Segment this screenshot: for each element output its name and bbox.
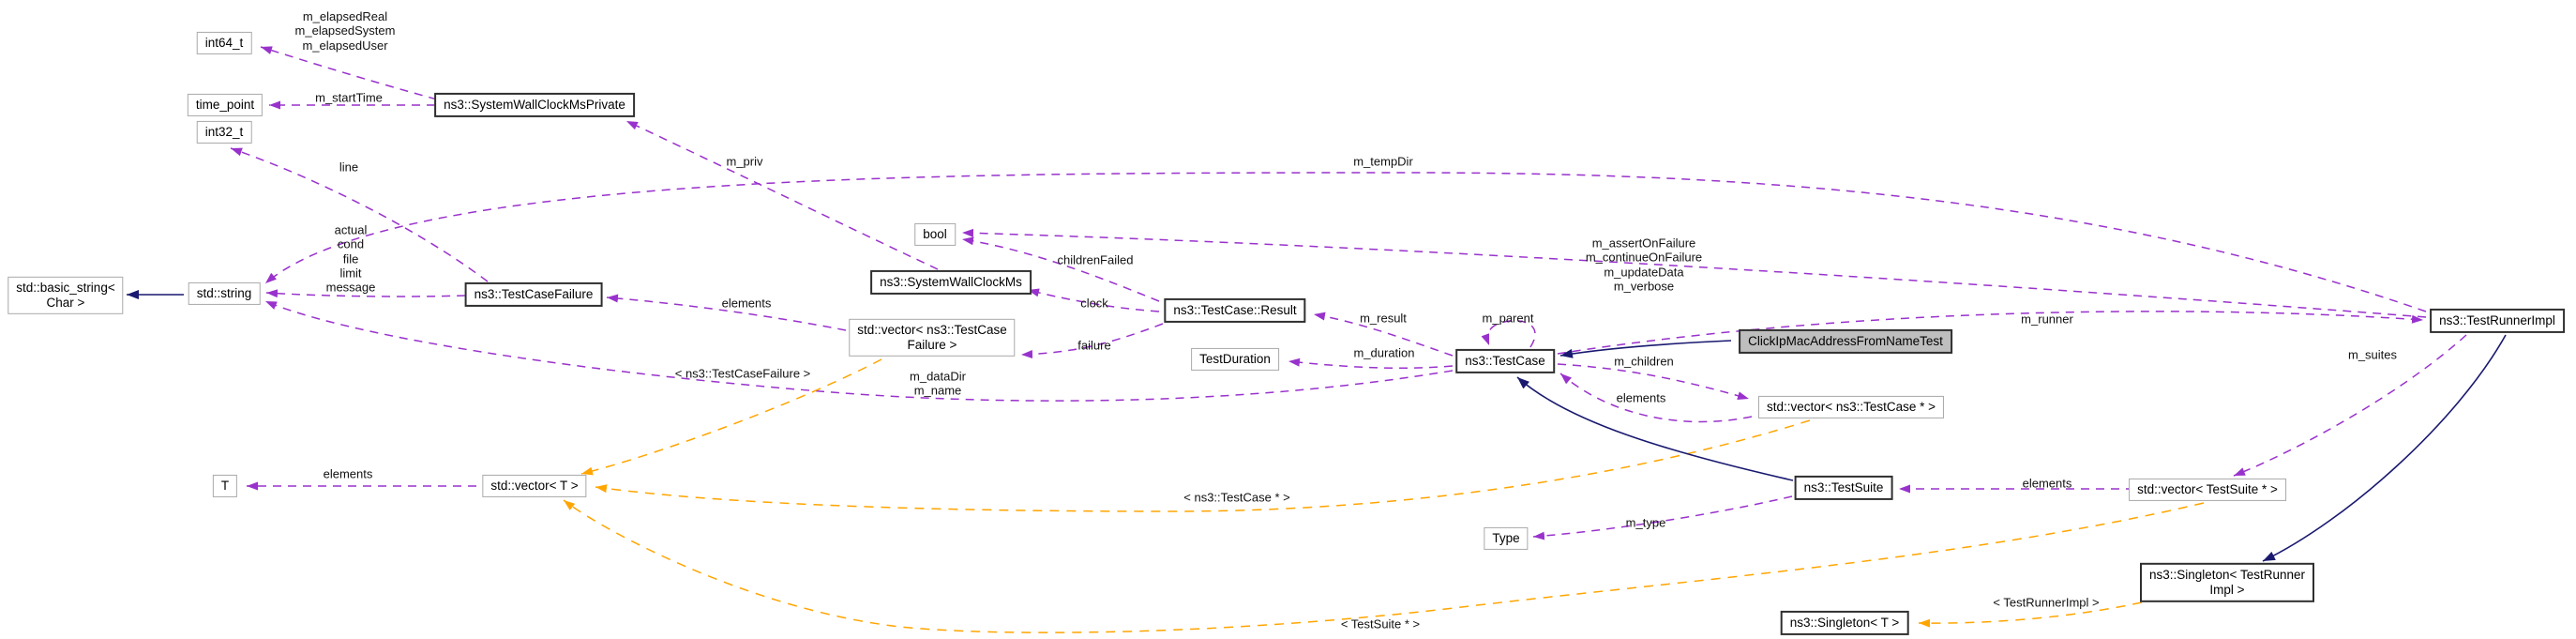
node-std-basic-string: std::basic_string< Char > <box>8 276 124 315</box>
node-ns3-testcasefailure[interactable]: ns3::TestCaseFailure <box>464 281 603 308</box>
edge-m-parent-loop <box>1481 319 1536 348</box>
edge-label-elements-ts: elements <box>2022 476 2072 491</box>
edge-label-flags: m_assertOnFailure m_continueOnFailure m_… <box>1585 236 1703 294</box>
edge-label-actual: actual cond file limit message <box>325 222 376 295</box>
edge-m-runner <box>1557 311 2424 355</box>
edge-m-suites <box>2233 334 2467 477</box>
edge-label-tmpl-tri: < TestRunnerImpl > <box>1993 595 2100 610</box>
edge-m-result <box>1313 312 1454 357</box>
edge-line <box>230 147 489 282</box>
node-ns3-singleton-testrunnerimpl[interactable]: ns3::Singleton< TestRunner Impl > <box>2140 562 2314 603</box>
node-ns3-testrunnerimpl[interactable]: ns3::TestRunnerImpl <box>2430 308 2565 334</box>
edge-label-failure: failure <box>1077 338 1111 353</box>
edge-failure <box>1020 323 1164 359</box>
edge-inherit-tri-singleton <box>2262 334 2507 562</box>
node-type: Type <box>1484 526 1529 551</box>
node-ns3-testcase-result[interactable]: ns3::TestCase::Result <box>1164 297 1306 324</box>
edge-childrenFailed <box>961 236 1160 302</box>
edge-label-elements-tc: elements <box>1616 390 1666 405</box>
edge-label-m-children: m_children <box>1614 354 1674 369</box>
edge-tmpl-ts <box>563 499 2205 633</box>
edge-m-priv <box>625 120 939 270</box>
edge-label-m-result: m_result <box>1360 311 1407 326</box>
edge-m-tempDir <box>264 172 2427 312</box>
edge-flags <box>961 228 2427 318</box>
node-int32-t: int32_t <box>196 120 252 145</box>
edge-label-m-type: m_type <box>1625 515 1666 530</box>
node-ns3-singleton-t[interactable]: ns3::Singleton< T > <box>1780 610 1909 636</box>
edge-tmpl-tc <box>595 419 1811 512</box>
edge-elements-tc <box>1559 373 1753 423</box>
node-std-vector-testcase-ptr: std::vector< ns3::TestCase * > <box>1757 395 1945 419</box>
edge-label-elements-t: elements <box>323 466 373 481</box>
edge-label-m-runner: m_runner <box>2021 312 2073 327</box>
node-int64-t: int64_t <box>196 31 252 55</box>
node-ns3-testcase[interactable]: ns3::TestCase <box>1455 348 1555 374</box>
edge-label-m-elapsed: m_elapsedReal m_elapsedSystem m_elapsedU… <box>294 9 396 53</box>
edge-label-m-starttime: m_startTime <box>315 90 383 105</box>
edge-m-type <box>1532 495 1793 540</box>
node-bool: bool <box>914 222 956 247</box>
edge-label-m-priv: m_priv <box>726 154 763 169</box>
edge-label-m-datadir: m_dataDir m_name <box>910 369 966 398</box>
edge-tmpl-tri <box>1918 601 2143 628</box>
node-clickipmacaddressfromnametest: ClickIpMacAddressFromNameTest <box>1739 328 1952 355</box>
edge-clock <box>1027 288 1160 312</box>
edge-label-tmpl-ts: < TestSuite * > <box>1340 616 1421 631</box>
node-ns3-systemwallclockms[interactable]: ns3::SystemWallClockMs <box>870 269 1032 296</box>
edge-label-elements-tcf: elements <box>721 296 772 311</box>
node-std-vector-t: std::vector< T > <box>482 474 587 498</box>
edge-inherit-testsuite-testcase <box>1516 376 1794 481</box>
node-time-point: time_point <box>187 93 264 117</box>
node-ns3-testsuite[interactable]: ns3::TestSuite <box>1794 475 1893 501</box>
edge-label-tmpl-tc: < ns3::TestCase * > <box>1183 490 1290 505</box>
edge-label-m-duration: m_duration <box>1353 345 1415 360</box>
edge-label-m-suites: m_suites <box>2347 347 2398 362</box>
edge-actual <box>265 289 466 298</box>
node-std-string: std::string <box>188 281 261 306</box>
edge-label-m-tempdir: m_tempDir <box>1353 154 1413 169</box>
edge-label-line: line <box>339 160 359 175</box>
edge-m-duration <box>1288 358 1454 369</box>
node-testduration: TestDuration <box>1191 347 1279 372</box>
node-std-vector-testcasefailure: std::vector< ns3::TestCase Failure > <box>849 318 1016 358</box>
edge-label-m-parent: m_parent <box>1482 311 1534 326</box>
edge-elements-tcf <box>606 294 847 331</box>
edge-label-childrenfailed: childrenFailed <box>1057 252 1134 267</box>
edge-inherit-click-testcase <box>1559 340 1732 358</box>
edge-m-children <box>1557 363 1750 401</box>
node-t: T <box>212 474 238 498</box>
node-std-vector-testsuite-ptr: std::vector< TestSuite * > <box>2129 478 2286 502</box>
edge-tmpl-tcf <box>580 358 882 476</box>
node-ns3-systemwallclockmsprivate[interactable]: ns3::SystemWallClockMsPrivate <box>434 92 635 118</box>
edge-label-tmpl-tcf: < ns3::TestCaseFailure > <box>674 366 811 381</box>
edge-label-clock: clock <box>1080 296 1108 311</box>
